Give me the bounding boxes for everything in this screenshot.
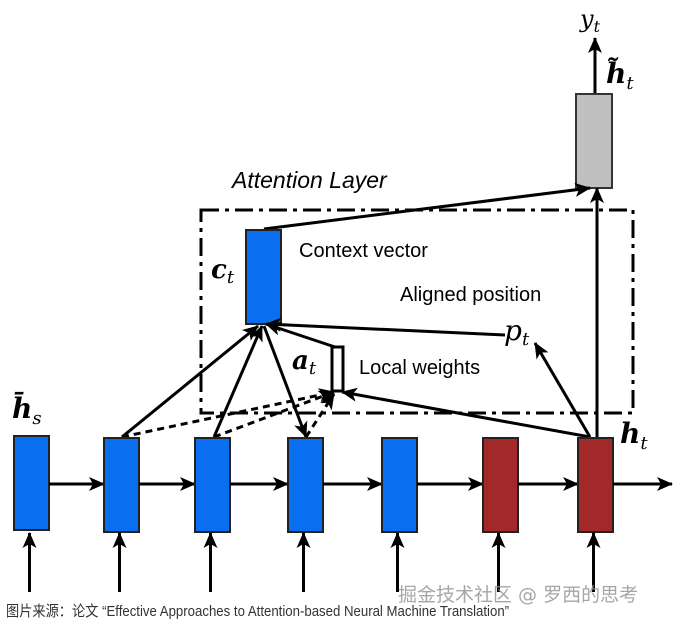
local-weights-label: Local weights: [359, 357, 480, 379]
recurrent-states: [13, 435, 673, 592]
local-weights-box: [330, 345, 345, 393]
ct-label: ct: [211, 255, 235, 288]
context-to-enc4-arrow: [262, 325, 308, 438]
ht-to-pt-arrow: [533, 342, 592, 438]
h-tilde-t-label: h̃t: [606, 57, 634, 94]
context-to-attentional-arrow: [263, 182, 591, 231]
enc4-to-weights-dashed: [304, 393, 336, 438]
encoder-state-box: [13, 435, 50, 531]
encoder-state-box: [381, 437, 418, 533]
ht-to-weights-arrow: [341, 387, 591, 439]
encoder-state-box: [287, 437, 324, 533]
ht-label: ht: [620, 417, 648, 454]
pt-label: pt: [504, 314, 530, 350]
context-vector-label: Context vector: [299, 240, 428, 262]
watermark: 掘金技术社区 @ 罗西的思考: [398, 584, 639, 606]
decoder-state-box: [482, 437, 519, 533]
enc2-to-weights-dashed: [121, 388, 335, 439]
enc3-to-weights-dashed: [213, 390, 335, 439]
h-bar-s-label: h̄s: [12, 391, 42, 429]
enc3-to-context-arrow: [212, 325, 264, 438]
encoder-state-box: [103, 437, 140, 533]
pt-to-context-arrow: [265, 317, 506, 337]
attention-layer-title: Attention Layer: [230, 167, 388, 193]
context-vector-box: [245, 229, 282, 325]
at-label: at: [292, 346, 317, 379]
encoder-state-box: [194, 437, 231, 533]
yt-label: yt: [579, 5, 601, 36]
enc2-to-context-arrow: [121, 324, 259, 439]
figure-caption: 图片来源：论文 “Effective Approaches to Attenti…: [6, 603, 510, 620]
decoder-state-box: [577, 437, 614, 533]
weights-to-context-arrow: [265, 322, 336, 349]
aligned-position-label: Aligned position: [400, 284, 541, 306]
attentional-state-box: [575, 93, 613, 189]
